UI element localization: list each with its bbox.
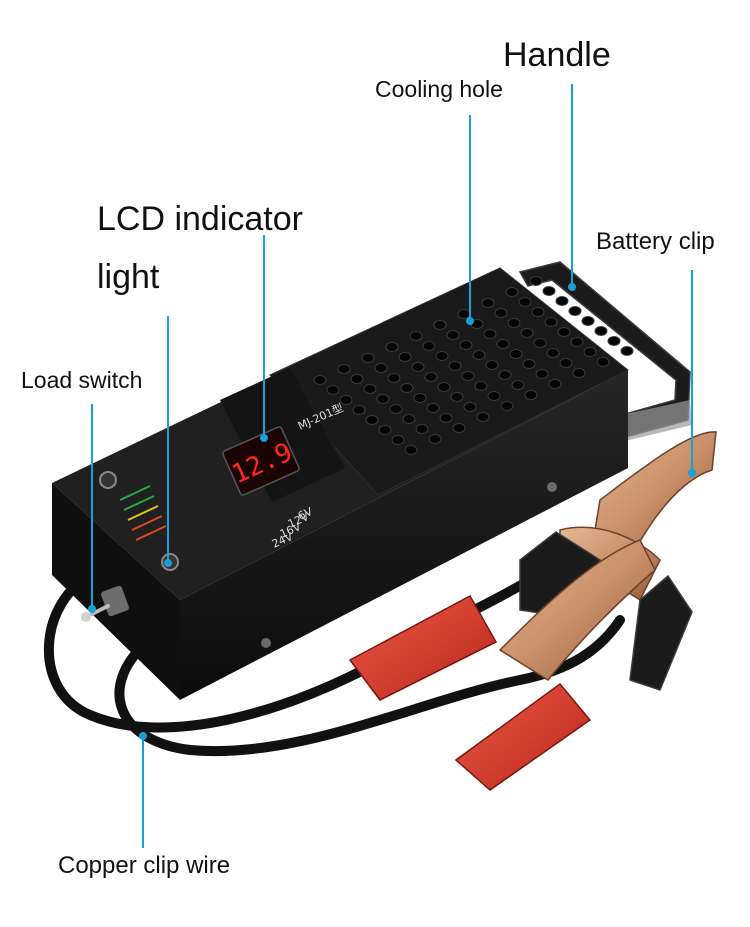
red-clamp-sleeves [348, 594, 592, 791]
cooling-hole [505, 287, 519, 297]
cooling-hole [568, 306, 582, 316]
cooling-hole [339, 395, 353, 405]
cooling-hole [559, 358, 573, 368]
cooling-hole [531, 307, 545, 317]
cooling-hole [533, 338, 547, 348]
cooling-hole [402, 414, 416, 424]
cooling-hole [498, 370, 512, 380]
cooling-hole [570, 337, 584, 347]
cooling-hole [437, 382, 451, 392]
cooling-hole [411, 362, 425, 372]
cooling-hole [424, 372, 438, 382]
cooling-hole [391, 435, 405, 445]
cooling-hole [400, 383, 414, 393]
screw-left [261, 638, 271, 648]
cooling-hole [389, 404, 403, 414]
cooling-hole [452, 423, 466, 433]
callout-lines [88, 84, 696, 848]
screw-right [547, 482, 557, 492]
cooling-hole [485, 360, 499, 370]
cooling-hole [483, 329, 497, 339]
cooling-hole [415, 424, 429, 434]
cooling-hole [594, 326, 608, 336]
cooling-hole [326, 385, 340, 395]
cooling-hole [607, 336, 621, 346]
cooling-hole [404, 445, 418, 455]
cooling-hole [446, 330, 460, 340]
cooling-hole [398, 352, 412, 362]
callout-load-switch: Load switch [21, 367, 143, 393]
cooling-hole [557, 327, 571, 337]
cooling-hole [413, 393, 427, 403]
cooling-hole [457, 309, 471, 319]
cooling-hole [428, 434, 442, 444]
lcd-display [222, 426, 300, 496]
cooling-hole [509, 349, 523, 359]
cooling-hole [378, 425, 392, 435]
cooling-hole [542, 286, 556, 296]
cooling-hole [507, 318, 521, 328]
cooling-hole [496, 339, 510, 349]
cooling-hole [313, 375, 327, 385]
indicator-light-top [99, 471, 117, 489]
cooling-hole [426, 403, 440, 413]
cooling-hole [337, 364, 351, 374]
cooling-hole [361, 353, 375, 363]
callout-lcd-indicator: LCD indicator [97, 200, 303, 238]
cooling-hole [363, 384, 377, 394]
cooling-holes [313, 276, 634, 455]
cooling-hole [518, 297, 532, 307]
device-body [52, 267, 629, 700]
cooling-hole [520, 328, 534, 338]
callout-cooling-hole: Cooling hole [375, 76, 503, 102]
cooling-hole [548, 379, 562, 389]
cooling-hole [596, 357, 610, 367]
cooling-hole [365, 415, 379, 425]
cooling-hole [459, 340, 473, 350]
cooling-hole [555, 296, 569, 306]
callout-handle: Handle [503, 36, 611, 74]
cooling-hole [546, 348, 560, 358]
cooling-hole [500, 401, 514, 411]
cooling-hole [583, 347, 597, 357]
cooling-hole [581, 316, 595, 326]
cooling-hole [374, 363, 388, 373]
battery-clip-lower [498, 539, 656, 681]
cooling-hole [352, 405, 366, 415]
cooling-hole [433, 320, 447, 330]
cooling-hole [476, 412, 490, 422]
cooling-hole [463, 402, 477, 412]
cooling-hole [620, 346, 634, 356]
cooling-hole [350, 374, 364, 384]
cooling-hole [435, 351, 449, 361]
cooling-hole [524, 390, 538, 400]
cooling-hole [461, 371, 475, 381]
callout-copper-clip-wire: Copper clip wire [58, 852, 231, 879]
cooling-hole [387, 373, 401, 383]
cooling-hole [511, 380, 525, 390]
cooling-hole [472, 350, 486, 360]
cooling-hole [572, 368, 586, 378]
cooling-hole [448, 361, 462, 371]
cooling-hole [422, 341, 436, 351]
cooling-hole [474, 381, 488, 391]
cooling-hole [494, 308, 508, 318]
cooling-hole [439, 413, 453, 423]
callout-lcd-indicator-line2: light [97, 258, 160, 296]
cooling-hole [529, 276, 543, 286]
copper-clip-wire [43, 555, 625, 757]
cooling-hole [481, 298, 495, 308]
cooling-hole [535, 369, 549, 379]
cooling-hole [487, 391, 501, 401]
cooling-hole [450, 392, 464, 402]
cooling-hole [544, 317, 558, 327]
cooling-hole [409, 331, 423, 341]
load-switch[interactable] [81, 585, 130, 622]
callout-battery-clip: Battery clip [596, 228, 715, 255]
cooling-hole [385, 342, 399, 352]
cooling-hole [522, 359, 536, 369]
cooling-hole [376, 394, 390, 404]
voltage-label-6v: 6V [296, 505, 315, 523]
